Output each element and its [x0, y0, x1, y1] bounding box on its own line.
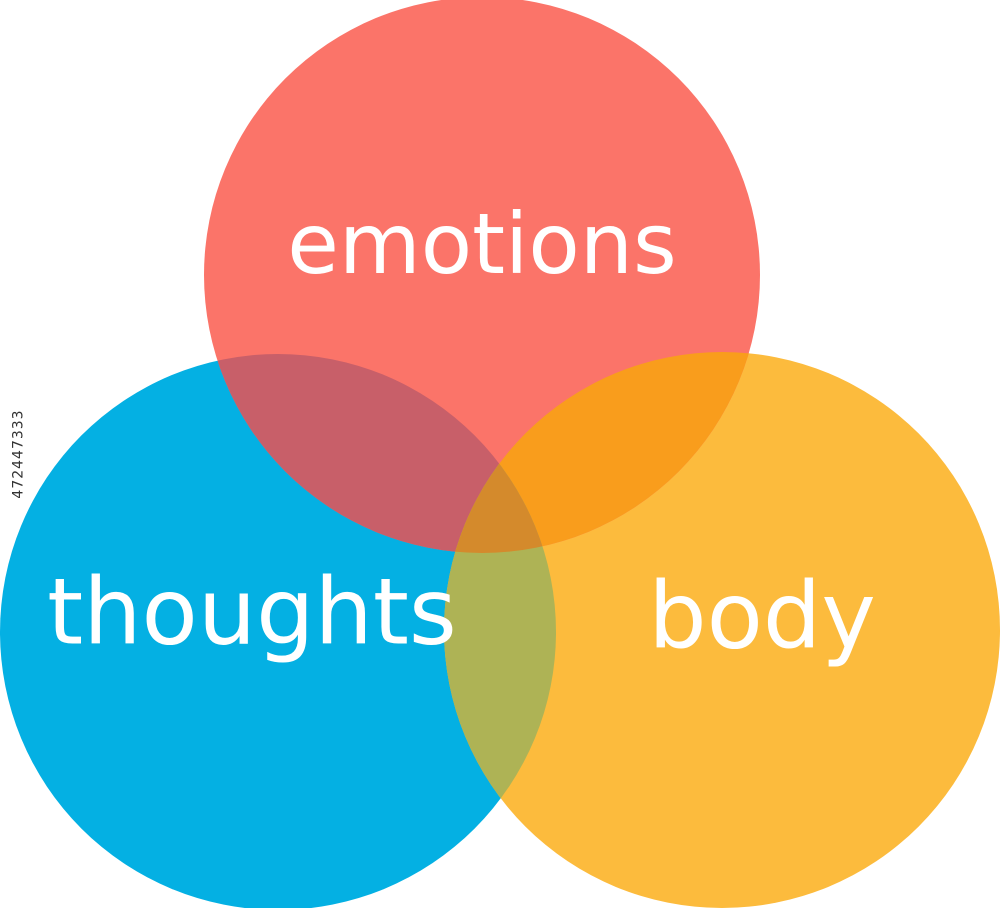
- label-emotions: emotions: [287, 195, 677, 293]
- overlap-emotions-body: [444, 352, 760, 553]
- stock-id-text: 472447333: [11, 409, 28, 499]
- overlap-emotions-thoughts: [204, 354, 556, 553]
- label-thoughts: thoughts: [47, 558, 457, 665]
- stock-id-watermark: 472447333: [4, 0, 34, 908]
- label-body: body: [648, 562, 876, 669]
